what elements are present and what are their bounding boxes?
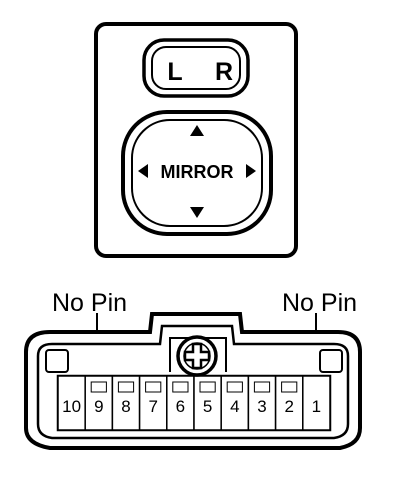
pad-inner [131,119,263,227]
mirror-label: MIRROR [161,162,234,182]
pin-slot-9 [90,381,107,393]
pin-slot-5 [199,381,216,393]
pin-cell-5 [193,375,222,431]
pin-number-8: 8 [121,397,130,416]
right-label: R [215,58,233,86]
pin-number-4: 4 [230,397,239,416]
left-no-pin-label: No Pin [52,289,127,317]
pin-cell-1 [302,375,331,431]
pin-number-2: 2 [284,397,293,416]
left-arrow-icon [138,164,148,178]
left-label: L [167,58,182,86]
lr-button-inner [151,46,241,90]
right-no-pin-label: No Pin [282,289,357,317]
left-locking-tab [45,349,69,373]
mirror-direction-pad[interactable]: MIRROR [121,110,273,236]
pin-number-3: 3 [257,397,266,416]
pin-slot-2 [281,381,298,393]
pin-slot-3 [253,381,271,393]
pin-number-9: 9 [94,397,103,416]
up-arrow-icon [190,125,204,136]
pin-cell-3 [247,375,277,431]
mirror-switch: L R MIRROR [94,22,298,258]
pin-cell-7 [138,375,168,431]
right-arrow-icon [246,164,256,178]
lr-selector-button[interactable]: L R [142,38,250,98]
pin-slot-7 [145,381,162,393]
pin-number-7: 7 [148,397,157,416]
pin-cell-4 [220,375,250,431]
right-locking-tab [319,349,343,373]
pin-number-6: 6 [176,397,185,416]
pin-number-10: 10 [62,397,81,416]
down-arrow-icon [190,207,204,218]
screw-icon [176,335,218,377]
pin-number-5: 5 [203,397,212,416]
pin-slot-8 [117,381,135,393]
pin-cell-9 [84,375,114,431]
pin-slot-6 [172,381,189,393]
pin-cell-10 [57,375,86,431]
pin-number-1: 1 [312,397,321,416]
pin-slot-4 [226,381,243,393]
